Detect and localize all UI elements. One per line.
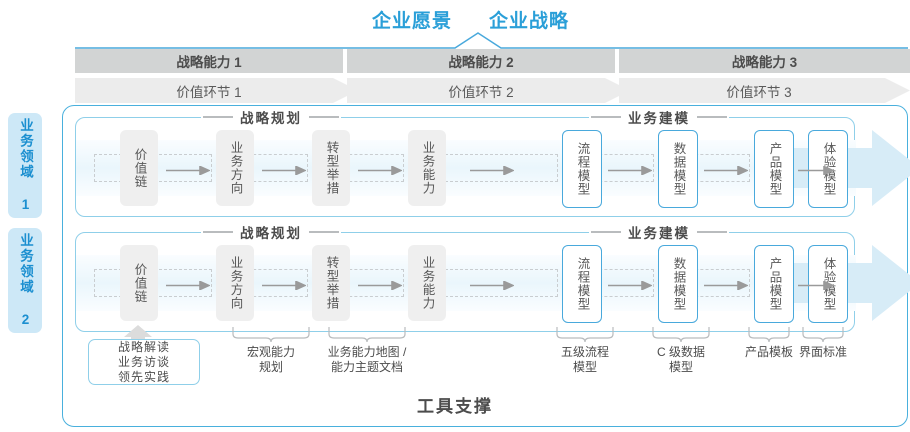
node-process-model[interactable]: 流程模型 xyxy=(562,130,602,208)
section-caption-text: 战略规划 xyxy=(240,111,302,126)
caption-dash-left xyxy=(591,116,621,118)
row-band xyxy=(76,255,856,311)
flow-arrow-6 xyxy=(704,166,748,175)
tool-label-0: 宏观能力 规划 xyxy=(221,345,321,375)
domain-row-1: 战略规划 业务建模 价值链 业务方向 转型举措 业务能力 流程模型 数据模型 产… xyxy=(75,109,910,217)
tool-label-4: 产品模板 xyxy=(719,345,819,360)
node-data-model[interactable]: 数据模型 xyxy=(658,130,698,208)
capability-bar-2: 战略能力 2 xyxy=(347,49,615,73)
caption-dash-right xyxy=(697,116,727,118)
section-caption-text: 业务建模 xyxy=(628,226,690,241)
vision-strategy-header: 企业愿景 企业战略 xyxy=(0,6,910,32)
tool-support-title: 工具支撑 xyxy=(417,397,493,416)
caption-dash-right xyxy=(309,231,339,233)
node-business-capability[interactable]: 业务能力 xyxy=(408,130,446,206)
tool-label-1-line2: 能力主题文档 xyxy=(330,360,403,374)
enterprise-strategy-title: 企业战略 xyxy=(489,11,570,32)
tool-label-3-line1: C 级数据 xyxy=(656,345,705,359)
enterprise-vision-title: 企业愿景 xyxy=(372,11,453,32)
caption-dash-left xyxy=(203,116,233,118)
tool-label-2-line2: 模型 xyxy=(572,360,597,374)
caption-dash-left xyxy=(203,231,233,233)
tool-label-3-line2: 模型 xyxy=(668,360,693,374)
node-product-model[interactable]: 产品模型 xyxy=(754,130,794,208)
row-band xyxy=(76,140,856,196)
flow-arrow-2 xyxy=(262,281,306,290)
flow-arrow-5 xyxy=(608,281,652,290)
value-chain-chevrons xyxy=(75,78,910,103)
section-caption-text: 业务建模 xyxy=(628,111,690,126)
section-caption-text: 战略规划 xyxy=(240,226,302,241)
value-chain-label-3: 价值环节 3 xyxy=(726,84,792,100)
section-caption-planning-1: 战略规划 xyxy=(201,109,341,126)
node-transformation[interactable]: 转型举措 xyxy=(312,245,350,321)
node-business-direction[interactable]: 业务方向 xyxy=(216,245,254,321)
tool-label-0-line2: 规划 xyxy=(258,360,283,374)
capability-bar-1: 战略能力 1 xyxy=(75,49,343,73)
node-product-model[interactable]: 产品模型 xyxy=(754,245,794,323)
peak-connector-line xyxy=(75,32,908,49)
tool-label-2: 五级流程 模型 xyxy=(535,345,635,375)
tool-support-container xyxy=(62,105,908,427)
node-process-model[interactable]: 流程模型 xyxy=(562,245,602,323)
tool-label-5-line1: 界面标准 xyxy=(798,345,847,359)
tool-label-1: 业务能力地图 / 能力主题文档 xyxy=(317,345,417,375)
flow-arrow-3 xyxy=(358,166,402,175)
flow-arrow-4 xyxy=(470,281,514,290)
value-chain-label-2: 价值环节 2 xyxy=(448,84,514,100)
node-value-chain[interactable]: 价值链 xyxy=(120,130,158,206)
tool-label-strategy-text: 战略解读 业务访谈 领先实践 xyxy=(117,339,170,384)
section-caption-planning-2: 战略规划 xyxy=(201,224,341,241)
capability-bar-group: 战略能力 1 战略能力 2 战略能力 3 xyxy=(75,49,910,73)
tool-label-4-line1: 产品模板 xyxy=(744,345,793,359)
capability-bar-3: 战略能力 3 xyxy=(619,49,910,73)
flow-arrow-4 xyxy=(470,166,514,175)
node-business-capability[interactable]: 业务能力 xyxy=(408,245,446,321)
flow-arrow-7 xyxy=(798,281,834,290)
flow-arrow-6 xyxy=(704,281,748,290)
caption-dash-left xyxy=(591,231,621,233)
caption-dash-right xyxy=(309,116,339,118)
node-transformation[interactable]: 转型举措 xyxy=(312,130,350,206)
domain-row-2: 战略规划 业务建模 价值链 业务方向 转型举措 业务能力 流程模型 数据模型 产… xyxy=(75,224,910,332)
tool-label-0-line1: 宏观能力 xyxy=(246,345,295,359)
node-value-chain[interactable]: 价值链 xyxy=(120,245,158,321)
tool-label-strategy-box[interactable]: 战略解读 业务访谈 领先实践 xyxy=(88,339,200,385)
tool-label-2-line1: 五级流程 xyxy=(560,345,609,359)
flow-arrow-3 xyxy=(358,281,402,290)
flow-arrow-5 xyxy=(608,166,652,175)
tool-label-3: C 级数据 模型 xyxy=(631,345,731,375)
value-chain-label-1: 价值环节 1 xyxy=(176,84,242,100)
section-caption-modeling-2: 业务建模 xyxy=(589,224,729,241)
value-chain-bar-group: 价值环节 1 价值环节 2 价值环节 3 xyxy=(75,78,910,103)
node-business-direction[interactable]: 业务方向 xyxy=(216,130,254,206)
tool-label-5: 界面标准 xyxy=(773,345,873,360)
flow-arrow-7 xyxy=(798,166,834,175)
section-caption-modeling-1: 业务建模 xyxy=(589,109,729,126)
flow-arrow-2 xyxy=(262,166,306,175)
domain-tab-2[interactable]: 业务领域 2 xyxy=(8,228,42,333)
flow-arrow-1 xyxy=(166,166,210,175)
tool-label-1-line1: 业务能力地图 / xyxy=(327,345,407,359)
flow-arrow-1 xyxy=(166,281,210,290)
domain-tab-1[interactable]: 业务领域 1 xyxy=(8,113,42,218)
node-data-model[interactable]: 数据模型 xyxy=(658,245,698,323)
caption-dash-right xyxy=(697,231,727,233)
